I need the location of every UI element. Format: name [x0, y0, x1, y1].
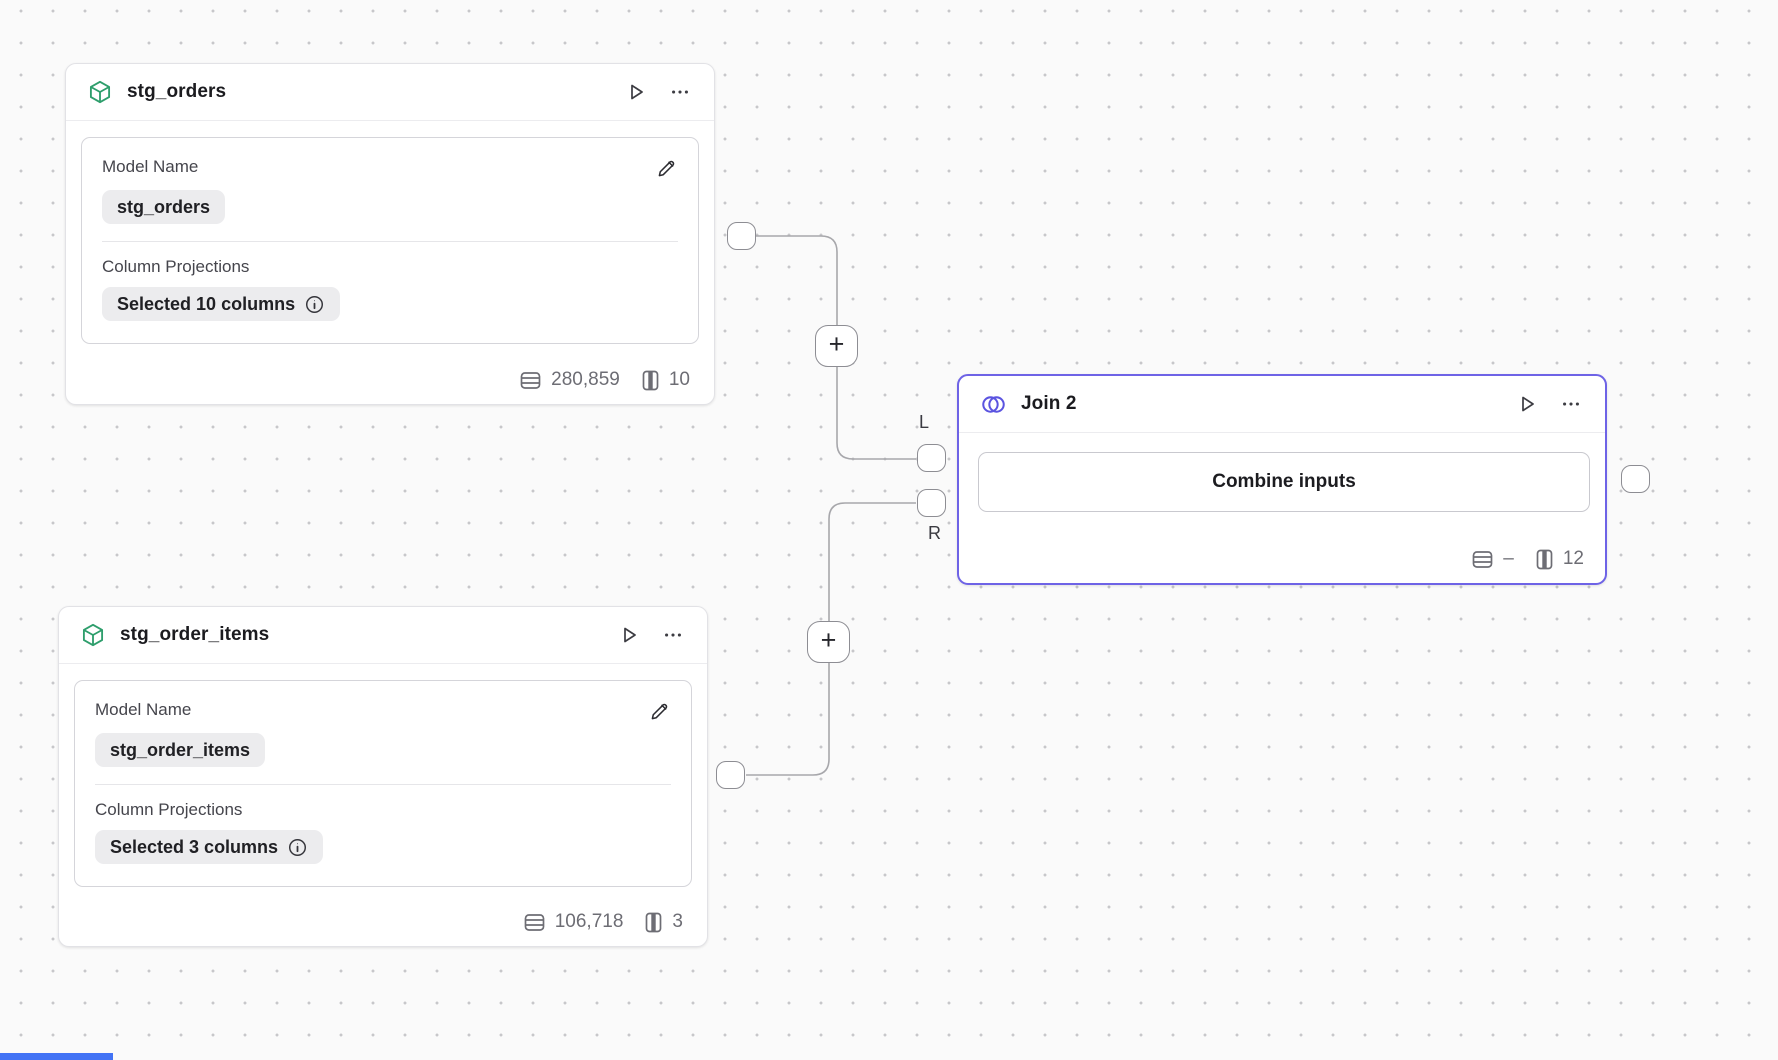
column-projections-value: Selected 10 columns — [117, 294, 296, 314]
node-stats: – 12 — [1472, 548, 1584, 570]
node-join-2[interactable]: Join 2 Combine — [957, 374, 1607, 585]
row-count-icon — [524, 913, 545, 932]
info-icon[interactable] — [287, 837, 308, 858]
row-count-icon — [1472, 550, 1493, 569]
model-cube-icon — [80, 622, 106, 648]
column-projections-chip: Selected 3 columns — [95, 830, 324, 864]
model-name-chip: stg_order_items — [95, 733, 266, 767]
join-left-input-port[interactable] — [917, 444, 946, 472]
join-right-input-port[interactable] — [917, 489, 946, 517]
play-icon — [1515, 392, 1539, 416]
play-icon — [624, 80, 648, 104]
join-icon — [980, 391, 1007, 418]
node-menu-button[interactable] — [1558, 391, 1584, 417]
node-stats: 280,859 10 — [520, 369, 690, 391]
node-config-card: Model Name stg_orders Column Projections — [81, 137, 699, 344]
node-title: stg_orders — [127, 81, 227, 102]
ellipsis-icon — [662, 624, 684, 646]
run-node-button[interactable] — [615, 621, 643, 649]
node-stats: 106,718 3 — [524, 911, 683, 933]
row-count-value: 106,718 — [554, 911, 624, 932]
run-node-button[interactable] — [1513, 390, 1541, 418]
output-port-stg-orders[interactable] — [727, 222, 756, 250]
node-menu-button[interactable] — [660, 622, 686, 648]
add-node-on-edge-button-bottom[interactable]: + — [807, 621, 850, 663]
row-count-value: 280,859 — [551, 369, 620, 390]
info-icon[interactable] — [304, 294, 325, 315]
add-node-on-edge-button-top[interactable]: + — [815, 325, 858, 367]
model-name-label: Model Name — [95, 700, 192, 719]
model-cube-icon — [87, 79, 113, 105]
output-port-stg-order-items[interactable] — [716, 761, 745, 789]
node-header: Join 2 — [959, 376, 1605, 433]
combine-inputs-button[interactable]: Combine inputs — [978, 452, 1590, 512]
row-count-icon — [520, 371, 541, 390]
horizontal-scrollbar-thumb[interactable] — [0, 1053, 113, 1060]
node-config-card: Model Name stg_order_items Column Projec… — [74, 680, 692, 887]
edit-model-name-button[interactable] — [655, 157, 678, 180]
model-name-value: stg_order_items — [110, 740, 251, 760]
model-name-label: Model Name — [102, 157, 199, 176]
column-projections-value: Selected 3 columns — [110, 837, 279, 857]
column-projections-chip: Selected 10 columns — [102, 287, 341, 321]
pencil-icon — [655, 157, 678, 180]
card-divider — [95, 784, 671, 785]
join-output-port[interactable] — [1621, 465, 1650, 493]
column-count-icon — [642, 370, 659, 391]
node-title: stg_order_items — [120, 624, 270, 645]
node-stg-order-items[interactable]: stg_order_items — [58, 606, 708, 947]
column-projections-label: Column Projections — [95, 800, 243, 819]
pencil-icon — [648, 700, 671, 723]
column-count-icon — [1536, 549, 1553, 570]
node-header: stg_orders — [66, 64, 714, 121]
column-count-value: 3 — [672, 911, 683, 932]
model-name-chip: stg_orders — [102, 190, 226, 224]
run-node-button[interactable] — [622, 78, 650, 106]
ellipsis-icon — [1560, 393, 1582, 415]
model-name-value: stg_orders — [117, 197, 211, 217]
column-count-value: 12 — [1562, 548, 1584, 569]
edit-model-name-button[interactable] — [648, 700, 671, 723]
column-projections-label: Column Projections — [102, 257, 250, 276]
node-title: Join 2 — [1021, 393, 1077, 414]
play-icon — [617, 623, 641, 647]
node-header: stg_order_items — [59, 607, 707, 664]
right-input-label: R — [928, 523, 941, 543]
node-stg-orders[interactable]: stg_orders — [65, 63, 715, 405]
column-count-icon — [645, 912, 662, 933]
column-count-value: 10 — [668, 369, 690, 390]
row-count-value: – — [1503, 548, 1514, 569]
card-divider — [102, 241, 678, 242]
ellipsis-icon — [669, 81, 691, 103]
left-input-label: L — [919, 412, 930, 432]
node-menu-button[interactable] — [667, 79, 693, 105]
